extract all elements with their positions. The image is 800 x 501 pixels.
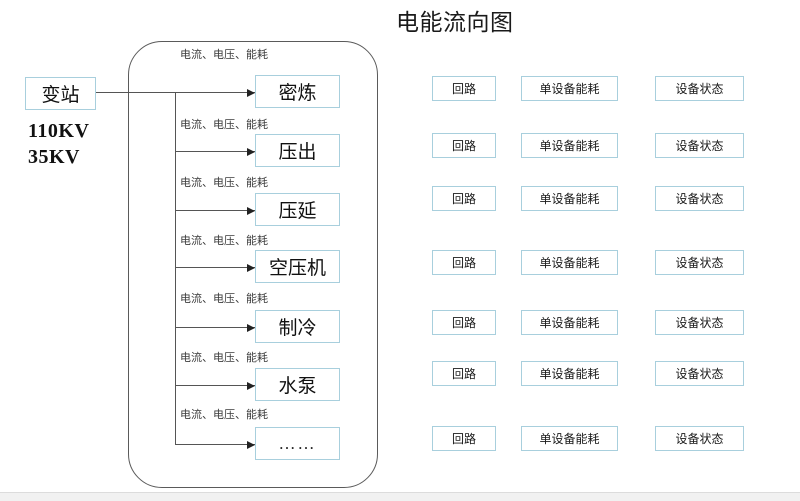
arrow-head-icon-4 — [247, 263, 255, 272]
bottom-strip — [0, 492, 800, 501]
voltage-line-110kv: 110KV — [28, 120, 90, 142]
distribution-bus-wire — [175, 92, 176, 445]
tag-box-r6-c2[interactable]: 单设备能耗 — [521, 361, 618, 386]
tag-box-label: 设备状态 — [675, 315, 724, 330]
tag-box-r3-c1[interactable]: 回路 — [432, 186, 496, 211]
process-box-label: 空压机 — [268, 258, 326, 279]
tag-box-r5-c3[interactable]: 设备状态 — [655, 310, 744, 335]
tag-box-r5-c2[interactable]: 单设备能耗 — [521, 310, 618, 335]
branch-wire-4 — [175, 267, 255, 268]
process-box-5[interactable]: 制冷 — [255, 310, 340, 343]
tag-box-label: 单设备能耗 — [539, 255, 600, 270]
process-box-label: …… — [278, 433, 317, 453]
tag-box-r1-c3[interactable]: 设备状态 — [655, 76, 744, 101]
tag-box-label: 单设备能耗 — [539, 81, 600, 96]
tag-box-r4-c1[interactable]: 回路 — [432, 250, 496, 275]
tag-box-label: 设备状态 — [675, 81, 724, 96]
tag-box-r3-c3[interactable]: 设备状态 — [655, 186, 744, 211]
measurement-label-2: 电流、电压、能耗 — [180, 119, 268, 131]
tag-box-r6-c1[interactable]: 回路 — [432, 361, 496, 386]
process-box-2[interactable]: 压出 — [255, 134, 340, 167]
process-box-label: 密炼 — [278, 83, 317, 104]
tag-box-label: 回路 — [451, 81, 476, 96]
arrow-head-icon-6 — [247, 381, 255, 390]
process-box-label: 压延 — [278, 201, 317, 222]
tag-box-label: 回路 — [451, 255, 476, 270]
tag-box-label: 回路 — [451, 315, 476, 330]
page-title: 电能流向图 — [396, 10, 514, 35]
tag-box-label: 单设备能耗 — [539, 431, 600, 446]
tag-box-label: 回路 — [451, 138, 476, 153]
plant-boundary-container — [128, 41, 378, 488]
measurement-label-5: 电流、电压、能耗 — [180, 293, 268, 305]
arrow-head-icon-1 — [247, 88, 255, 97]
tag-box-r2-c2[interactable]: 单设备能耗 — [521, 133, 618, 158]
tag-box-r7-c2[interactable]: 单设备能耗 — [521, 426, 618, 451]
tag-box-r3-c2[interactable]: 单设备能耗 — [521, 186, 618, 211]
measurement-label-3: 电流、电压、能耗 — [180, 177, 268, 189]
measurement-label-7: 电流、电压、能耗 — [180, 409, 268, 421]
process-box-1[interactable]: 密炼 — [255, 75, 340, 108]
arrow-head-icon-3 — [247, 206, 255, 215]
branch-wire-3 — [175, 210, 255, 211]
tag-box-r7-c3[interactable]: 设备状态 — [655, 426, 744, 451]
branch-wire-2 — [175, 151, 255, 152]
tag-box-label: 单设备能耗 — [539, 138, 600, 153]
voltage-levels: 110KV 35KV — [28, 118, 89, 170]
arrow-head-icon-5 — [247, 323, 255, 332]
tag-box-label: 单设备能耗 — [539, 315, 600, 330]
process-box-7[interactable]: …… — [255, 427, 340, 460]
process-box-4[interactable]: 空压机 — [255, 250, 340, 283]
tag-box-label: 单设备能耗 — [539, 191, 600, 206]
branch-wire-1 — [175, 92, 255, 93]
tag-box-label: 设备状态 — [675, 431, 724, 446]
process-box-label: 压出 — [278, 142, 317, 163]
tag-box-r1-c1[interactable]: 回路 — [432, 76, 496, 101]
tag-box-label: 单设备能耗 — [539, 366, 600, 381]
tag-box-label: 回路 — [451, 431, 476, 446]
branch-wire-7 — [175, 444, 255, 445]
tag-box-label: 设备状态 — [675, 191, 724, 206]
measurement-label-1: 电流、电压、能耗 — [180, 49, 268, 61]
tag-box-label: 设备状态 — [675, 255, 724, 270]
branch-wire-5 — [175, 327, 255, 328]
tag-box-r2-c1[interactable]: 回路 — [432, 133, 496, 158]
branch-wire-6 — [175, 385, 255, 386]
tag-box-label: 设备状态 — [675, 366, 724, 381]
process-box-6[interactable]: 水泵 — [255, 368, 340, 401]
tag-box-label: 回路 — [451, 366, 476, 381]
arrow-head-icon-2 — [247, 147, 255, 156]
process-box-label: 制冷 — [278, 318, 317, 339]
main-feeder-wire — [96, 92, 176, 93]
substation-box[interactable]: 变站 — [25, 77, 96, 110]
tag-box-r6-c3[interactable]: 设备状态 — [655, 361, 744, 386]
tag-box-r4-c3[interactable]: 设备状态 — [655, 250, 744, 275]
measurement-label-6: 电流、电压、能耗 — [180, 352, 268, 364]
tag-box-label: 设备状态 — [675, 138, 724, 153]
tag-box-r2-c3[interactable]: 设备状态 — [655, 133, 744, 158]
tag-box-r7-c1[interactable]: 回路 — [432, 426, 496, 451]
process-box-3[interactable]: 压延 — [255, 193, 340, 226]
substation-label: 变站 — [41, 85, 80, 106]
tag-box-r4-c2[interactable]: 单设备能耗 — [521, 250, 618, 275]
process-box-label: 水泵 — [278, 376, 317, 397]
tag-box-r5-c1[interactable]: 回路 — [432, 310, 496, 335]
tag-box-r1-c2[interactable]: 单设备能耗 — [521, 76, 618, 101]
voltage-line-35kv: 35KV — [28, 146, 80, 168]
arrow-head-icon-7 — [247, 440, 255, 449]
tag-box-label: 回路 — [451, 191, 476, 206]
measurement-label-4: 电流、电压、能耗 — [180, 235, 268, 247]
